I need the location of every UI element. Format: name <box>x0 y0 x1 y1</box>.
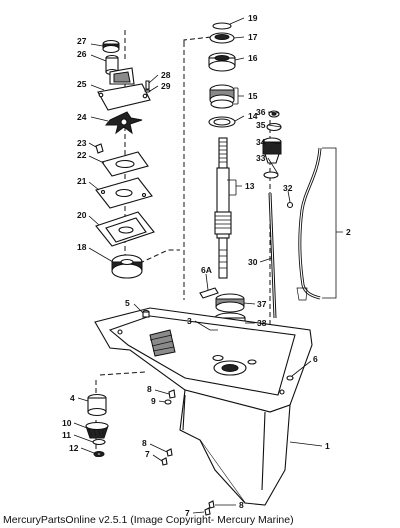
callout-38: 38 <box>257 318 267 328</box>
callout-3: 3 <box>187 316 192 326</box>
callout-1: 1 <box>325 441 330 451</box>
part-17-seal <box>209 32 235 44</box>
callout-11: 11 <box>62 430 71 440</box>
callout-6a: 6A <box>201 265 212 275</box>
callout-26: 26 <box>77 49 87 59</box>
part-16-bearing-race <box>208 52 236 72</box>
callout-9: 9 <box>151 396 156 406</box>
callout-16: 16 <box>248 53 258 63</box>
part-7a-screw <box>161 457 168 466</box>
callout-30: 30 <box>248 257 258 267</box>
callout-12: 12 <box>69 443 79 453</box>
callout-29: 29 <box>161 81 171 91</box>
callout-15: 15 <box>248 91 258 101</box>
callout-24: 24 <box>77 112 87 122</box>
leader-lines <box>73 17 343 514</box>
callout-23: 23 <box>77 138 87 148</box>
part-8b-screw <box>166 448 173 457</box>
callout-13: 13 <box>245 181 255 191</box>
copyright-caption: MercuryPartsOnline v2.5.1 (Image Copyrig… <box>3 514 294 526</box>
callout-7a: 7 <box>145 449 150 459</box>
part-12-nut <box>93 451 105 457</box>
part-28-screw <box>145 80 150 90</box>
callout-33: 33 <box>256 153 266 163</box>
part-19-shim <box>212 22 232 30</box>
callout-25: 25 <box>77 79 87 89</box>
callout-6: 6 <box>313 354 318 364</box>
callout-27: 27 <box>77 36 87 46</box>
part-11-washer <box>92 438 106 446</box>
part-32-clip <box>286 201 294 209</box>
callout-34: 34 <box>256 137 266 147</box>
part-37-bearing <box>215 293 245 313</box>
callout-4: 4 <box>70 393 75 403</box>
part-27-grommet <box>102 39 120 54</box>
callout-36: 36 <box>256 107 266 117</box>
callout-7b: 7 <box>185 508 190 518</box>
part-6-vent-screw <box>286 375 294 381</box>
callout-28: 28 <box>161 70 171 80</box>
part-24-impeller <box>104 111 143 135</box>
part-10-pinion-gear <box>85 421 109 439</box>
part-8c-screw <box>208 500 215 509</box>
callout-numbers: 19 17 16 15 14 13 36 35 34 33 32 2 30 6A… <box>62 13 351 518</box>
callout-14: 14 <box>248 111 258 121</box>
part-2-water-tube <box>296 147 322 301</box>
part-22-gasket <box>101 151 149 177</box>
part-8a-screw <box>168 389 176 399</box>
part-7b-screw <box>204 507 211 516</box>
callout-37: 37 <box>257 299 267 309</box>
part-25-pump-housing <box>97 67 151 111</box>
part-33-o-ring <box>263 171 279 179</box>
part-18-base-assembly <box>111 254 143 279</box>
callout-22: 22 <box>77 150 87 160</box>
callout-18: 18 <box>77 242 87 252</box>
part-9-washer <box>164 399 172 405</box>
part-34-bushing <box>262 137 282 164</box>
callout-19: 19 <box>248 13 258 23</box>
callout-8a: 8 <box>147 384 152 394</box>
part-14-retainer <box>208 116 236 128</box>
callout-32: 32 <box>283 183 293 193</box>
part-1-gear-housing <box>94 307 313 506</box>
callout-8b: 8 <box>142 438 147 448</box>
callout-2: 2 <box>346 227 351 237</box>
part-13-driveshaft <box>214 137 232 279</box>
callout-10: 10 <box>62 418 72 428</box>
callout-5: 5 <box>125 298 130 308</box>
part-29-washer <box>144 89 151 93</box>
part-23-key <box>95 143 104 154</box>
part-20-gasket <box>95 211 155 247</box>
part-6a-key <box>199 287 219 299</box>
part-15-bearing <box>209 84 235 109</box>
part-21-face-plate <box>95 177 153 209</box>
callout-20: 20 <box>77 210 87 220</box>
part-30-shift-shaft <box>268 192 277 319</box>
callout-17: 17 <box>248 32 258 42</box>
part-4-bushing <box>87 393 107 417</box>
callout-35: 35 <box>256 120 266 130</box>
callout-21: 21 <box>77 176 87 186</box>
callout-8c: 8 <box>239 500 244 510</box>
part-5-stud <box>142 309 150 318</box>
